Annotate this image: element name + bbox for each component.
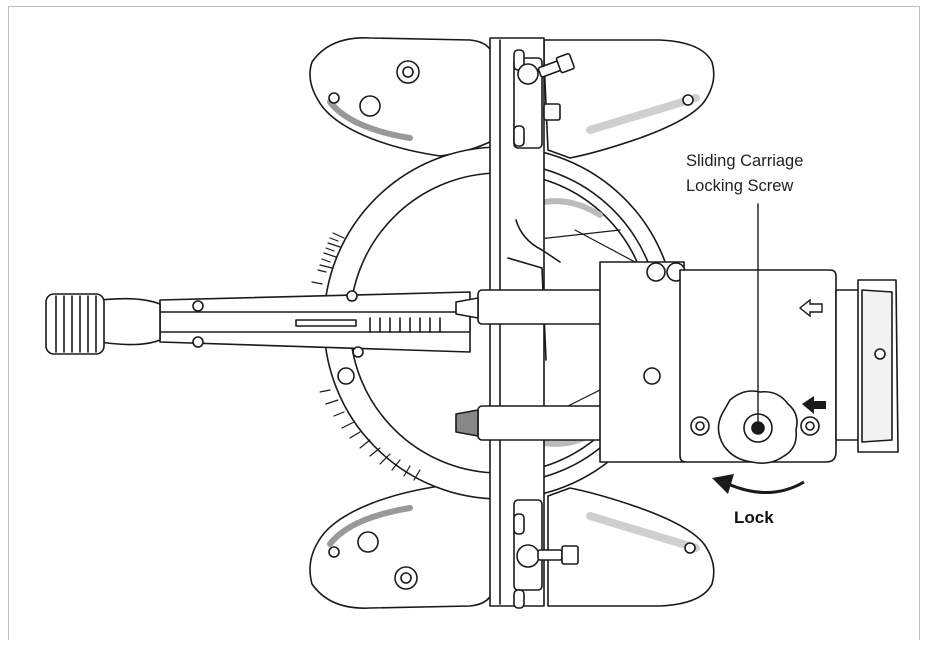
callout-label-line1: Sliding Carriage: [686, 152, 804, 170]
miter-scale-upper: [311, 232, 345, 285]
miter-scale-lower: [319, 389, 421, 481]
fence-knob-bottom: [516, 544, 579, 568]
hollow-arrow-left-icon: [798, 298, 823, 318]
lock-label: Lock: [734, 508, 774, 527]
callout-label-line2: Locking Screw: [686, 177, 794, 195]
solid-arrow-left-icon: [802, 396, 826, 414]
upper-base-wing: [309, 37, 715, 159]
lower-base-wing: [309, 485, 715, 609]
rotation-arrow-icon: [712, 474, 805, 494]
front-handle: [45, 290, 471, 385]
fence-knob-top: [517, 52, 575, 121]
figure-frame: [8, 6, 920, 640]
